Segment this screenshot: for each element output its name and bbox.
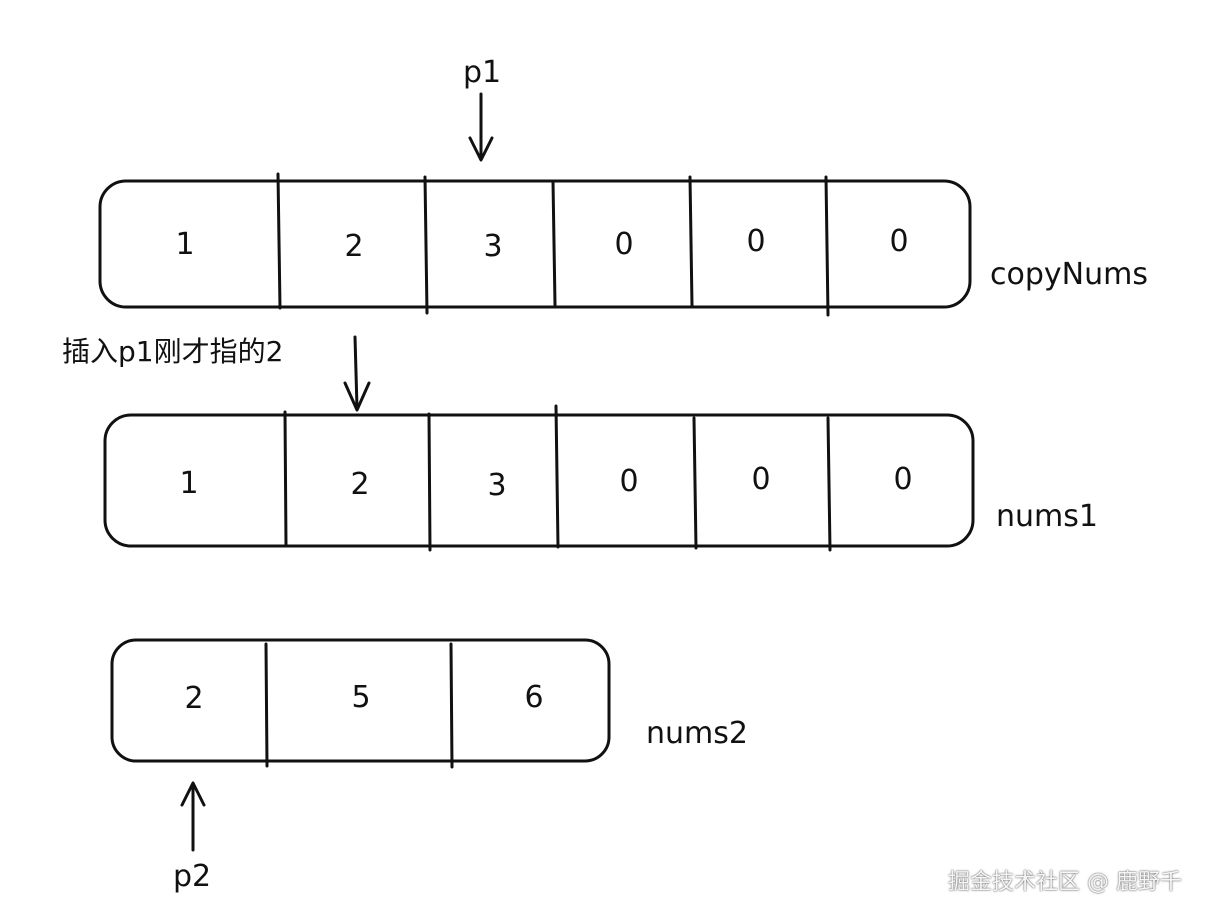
insert-arrow [353,335,359,410]
p1-arrow-head [468,136,494,162]
nums1-cell: 2 [350,467,370,502]
nums1-divider [427,412,432,552]
nums1-cell: 0 [619,464,639,499]
watermark: 掘金技术社区 @ 鹿野千 [948,870,1182,895]
nums2-label: nums2 [646,716,748,751]
copynums-divider [824,175,830,317]
nums1-divider [826,416,832,552]
nums2-cell: 5 [351,680,371,715]
nums1-cell: 0 [893,462,913,497]
copynums-cell: 0 [746,224,766,259]
copynums-cell: 0 [889,224,909,259]
copynums-array-box [98,179,972,309]
nums2-cell: 6 [524,680,544,715]
nums1-array-box [103,413,975,548]
copynums-label: copyNums [990,257,1148,292]
p1-label: p1 [463,55,502,90]
copynums-cell: 2 [344,229,364,264]
nums1-cell: 3 [487,468,507,503]
nums1-divider [692,416,698,550]
copynums-divider [551,179,557,307]
nums2-array-box [110,638,611,763]
nums2-divider [264,642,269,768]
insert-arrow-head [343,381,371,412]
copynums-cell: 3 [483,229,503,264]
nums1-divider [554,404,560,549]
nums1-cell: 0 [751,462,771,497]
copynums-cell: 1 [175,227,195,262]
nums2-divider [449,642,454,769]
copynums-divider [276,172,282,310]
nums1-label: nums1 [996,499,1098,534]
copynums-divider [423,175,429,315]
nums1-divider [283,410,288,548]
p2-arrow-head [180,781,206,807]
p2-label: p2 [173,859,212,894]
copynums-divider [688,175,694,308]
insert-annotation: 插入p1刚才指的2 [62,335,284,368]
copynums-cell: 0 [614,227,634,262]
nums2-cell: 2 [184,681,204,716]
nums1-cell: 1 [179,466,199,501]
